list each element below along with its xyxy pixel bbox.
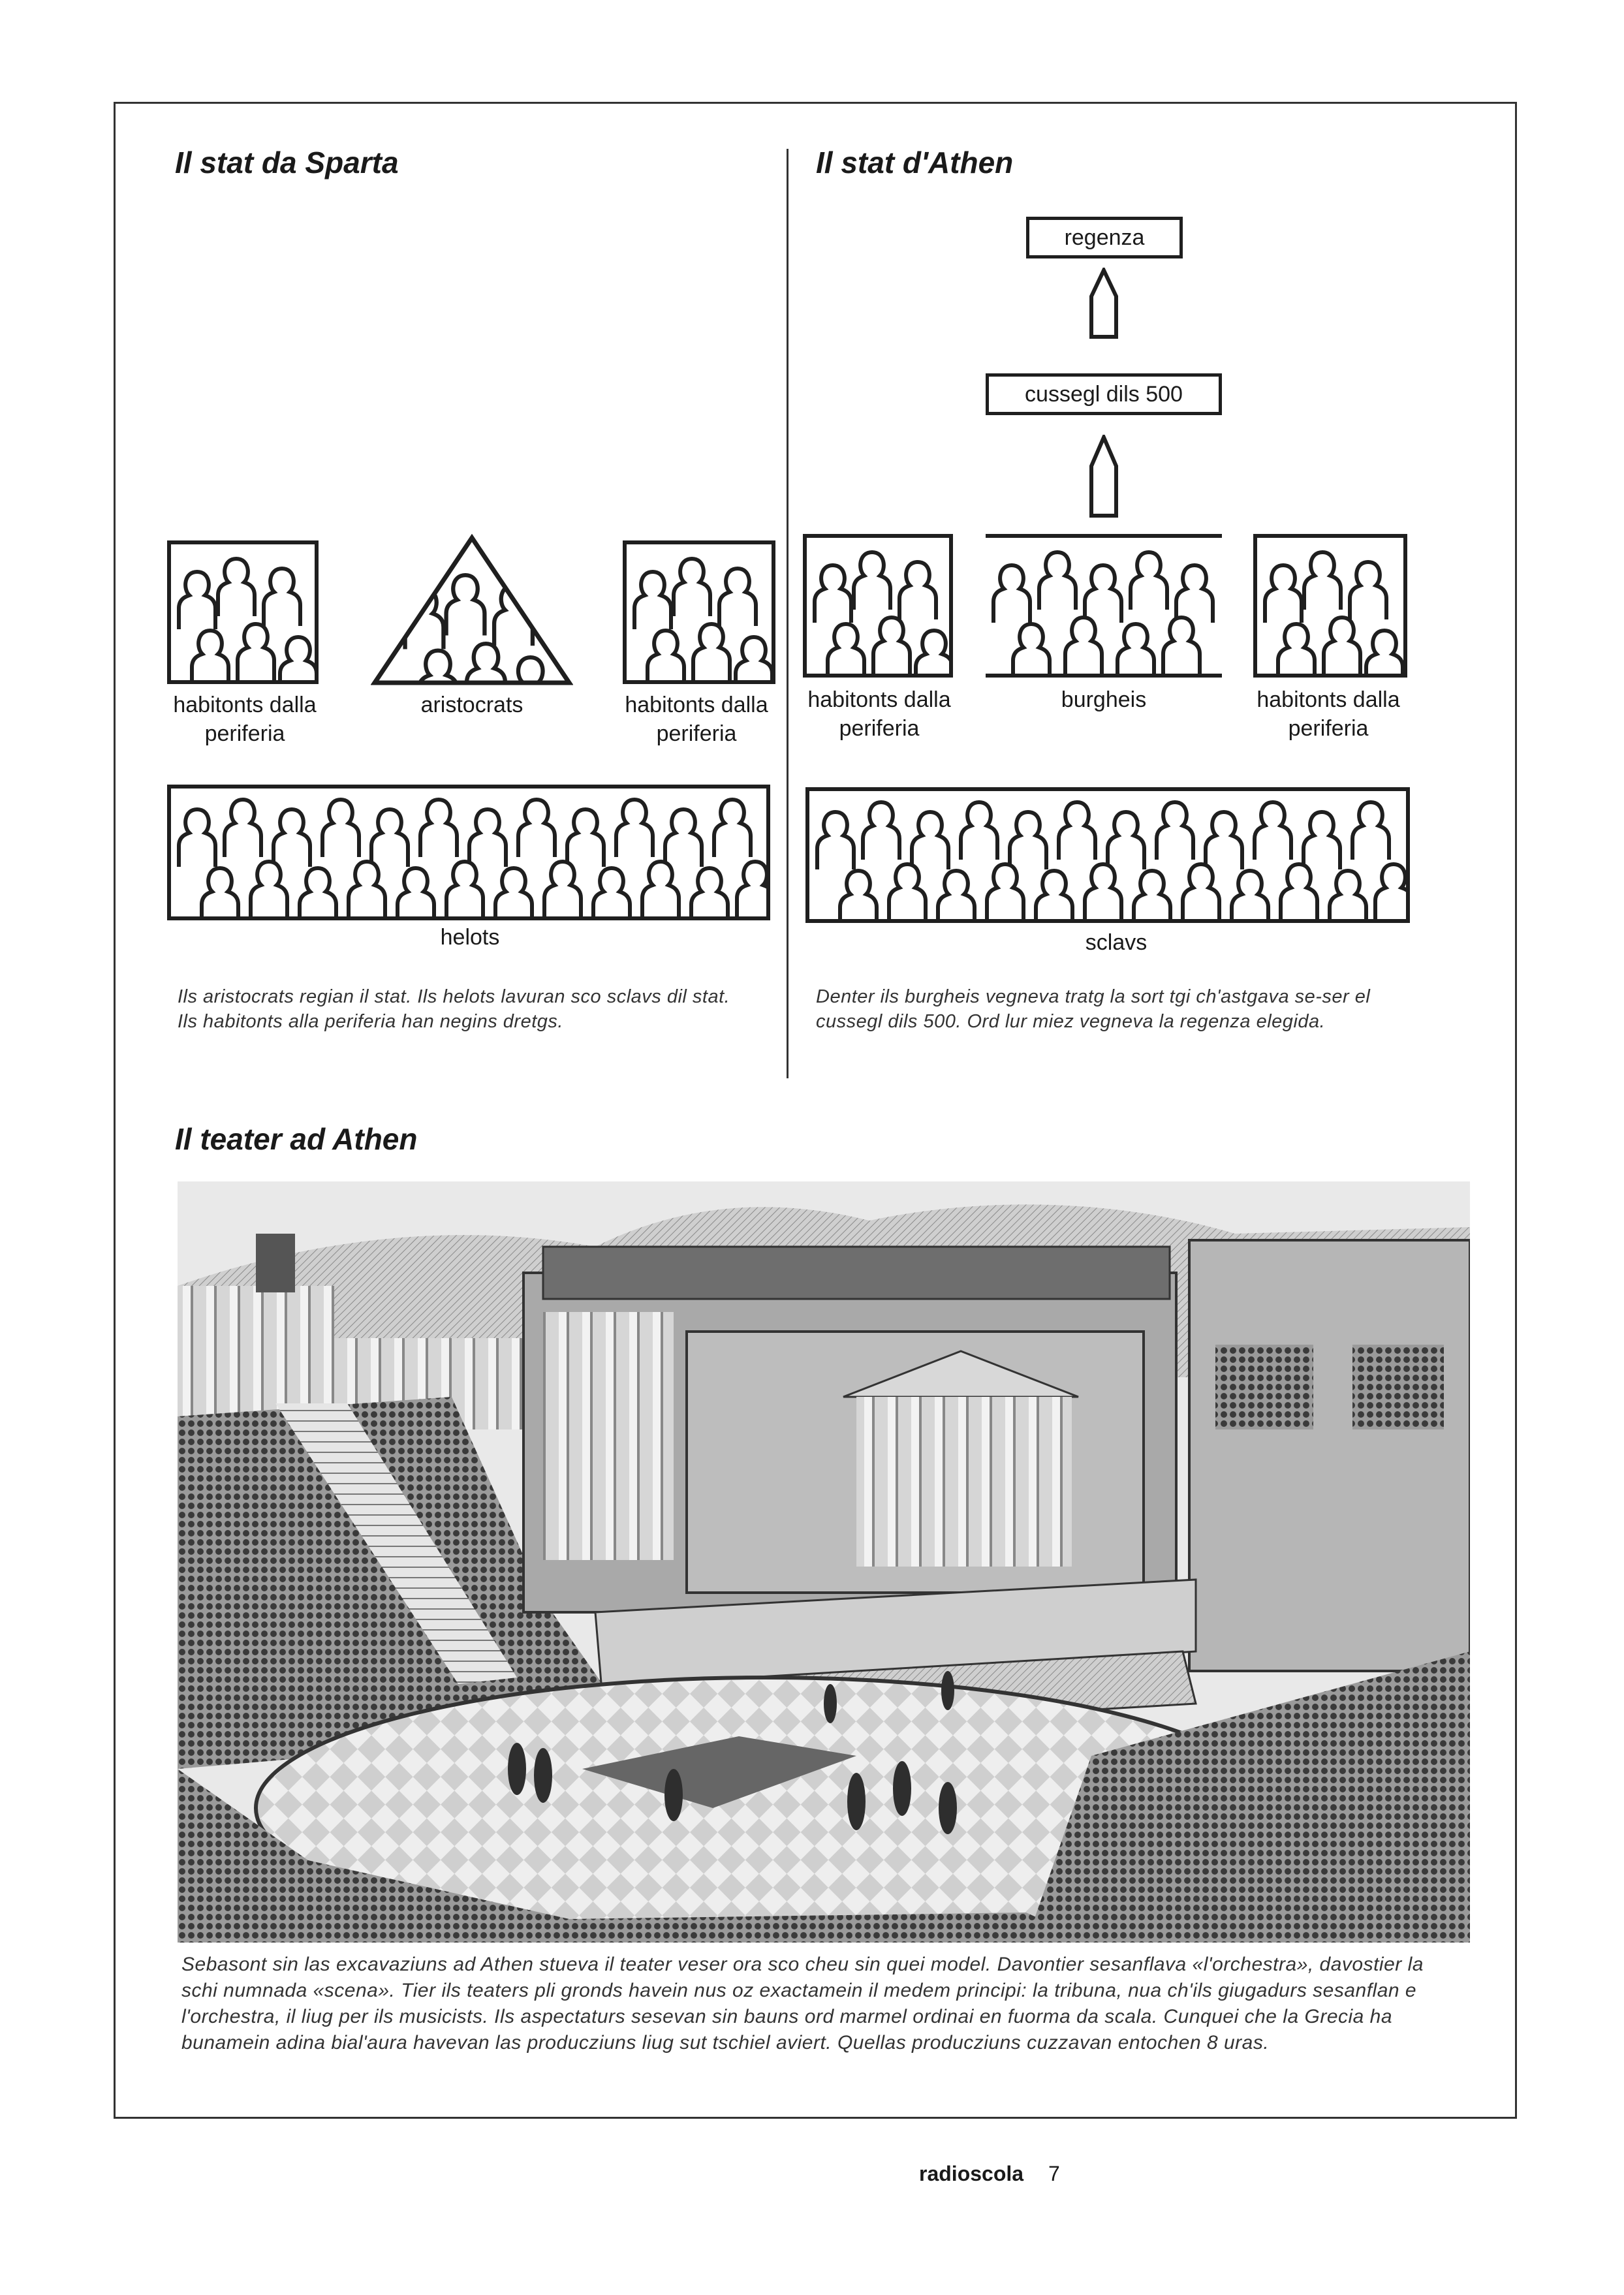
athens-burghers-group (986, 534, 1222, 678)
arrow-up-icon (1087, 268, 1120, 339)
athens-government-label: regenza (1064, 225, 1145, 250)
sparta-caption: Ils aristocrats regian il stat. Ils helo… (178, 986, 730, 1033)
sparta-aristocrats-label: aristocrats (420, 693, 523, 717)
athens-council-label: cussegl dils 500 (1025, 382, 1183, 407)
theatre-title: Il teater ad Athen (175, 1122, 418, 1156)
athens-government-box: regenza (1026, 217, 1183, 258)
sparta-aristocrats-pyramid (371, 534, 573, 687)
column-divider (787, 149, 789, 1078)
footer-brand: radioscola (919, 2162, 1024, 2185)
arrow-up-icon (1087, 435, 1120, 518)
theatre-engraving (178, 1181, 1470, 1943)
sparta-title: Il stat da Sparta (175, 146, 399, 180)
athens-periphery-left-group (803, 534, 953, 678)
athens-periphery-right-label: habitonts dalla periferia (1257, 687, 1400, 742)
sparta-periphery-left-group (167, 540, 319, 684)
page-frame (114, 102, 1517, 2119)
theatre-caption: Sebasont sin las excavaziuns ad Athen st… (181, 1954, 1424, 2053)
athens-slaves-group (805, 787, 1410, 923)
athens-burghers-label: burgheis (1061, 687, 1147, 712)
sparta-periphery-left-label: habitonts dalla periferia (173, 693, 317, 747)
sparta-helots-label: helots (440, 925, 500, 950)
athens-periphery-left-label: habitonts dalla periferia (807, 687, 951, 742)
athens-slaves-label: sclavs (1085, 930, 1148, 955)
athens-periphery-right-group (1253, 534, 1407, 678)
athens-caption: Denter ils burgheis vegneva tratg la sor… (816, 986, 1371, 1033)
athens-title: Il stat d'Athen (816, 146, 1014, 180)
sparta-periphery-right-group (623, 540, 775, 684)
sparta-helots-group (167, 785, 770, 920)
page-number: 7 (1048, 2162, 1060, 2185)
sparta-periphery-right-label: habitonts dalla periferia (625, 693, 768, 747)
athens-council-box: cussegl dils 500 (986, 373, 1222, 415)
